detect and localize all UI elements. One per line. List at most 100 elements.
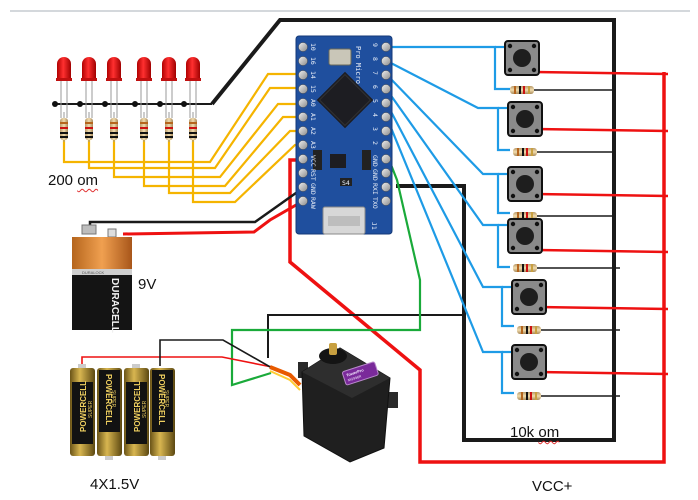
- cell-label: [72, 382, 93, 444]
- led-array: [52, 57, 201, 142]
- led-wire-5: [167, 129, 302, 195]
- button-resistor: [513, 148, 537, 156]
- led-rim: [81, 78, 97, 81]
- pin-txo: TXO: [371, 196, 391, 209]
- led-rim: [185, 78, 201, 81]
- resistor-band: [526, 326, 528, 334]
- regulator: [330, 154, 346, 168]
- junction-dot: [132, 101, 138, 107]
- button-mount-hole: [531, 43, 537, 49]
- battery-9v-band: [72, 269, 132, 275]
- led: [181, 57, 201, 118]
- pin-5: 5: [371, 98, 391, 108]
- pin-label: A2: [309, 127, 317, 135]
- battery-9v-brand: DURACELL: [109, 278, 120, 333]
- push-button: [511, 279, 547, 315]
- servo-motor: TowerPro MG996R: [298, 343, 398, 463]
- pin-vcc: VCC: [298, 154, 317, 167]
- button-wire-3: [386, 74, 510, 215]
- pin-label: 8: [371, 57, 379, 61]
- led-resistor: [60, 112, 68, 142]
- resistor-band: [517, 148, 519, 156]
- pin-2: 2: [371, 140, 391, 150]
- resistor-band: [526, 212, 528, 220]
- push-button: [507, 218, 543, 254]
- resistor-band: [165, 127, 173, 129]
- wires: [54, 18, 669, 464]
- chip-label: S4: [342, 179, 350, 187]
- button-mount-hole: [534, 128, 540, 134]
- board-name: Pro Micro: [354, 46, 362, 84]
- pin-gnd: GND: [371, 154, 391, 167]
- led: [157, 57, 177, 118]
- cell-label: [126, 382, 147, 444]
- led-resistor-label: 200 om: [48, 172, 98, 189]
- pin-label: GND: [371, 155, 379, 167]
- pin-16: 16: [298, 56, 317, 66]
- button-wire-1: [387, 45, 510, 91]
- led-body: [162, 57, 176, 80]
- pin-label: RST: [309, 169, 317, 181]
- junction-dot: [52, 101, 58, 107]
- servo-label: TowerPro MG996R: [342, 361, 379, 386]
- pin-label: 4: [371, 113, 379, 117]
- button-mount-hole: [514, 347, 520, 353]
- pin-raw: RAW: [298, 196, 317, 209]
- button-cap: [520, 288, 538, 306]
- resistor-band: [531, 264, 533, 272]
- spellcheck-underlined-word: om: [77, 172, 99, 189]
- cell-terminal: [158, 455, 166, 460]
- button-mount-hole: [538, 347, 544, 353]
- svg-text:MG996R: MG996R: [347, 374, 362, 382]
- servo-tab-left: [298, 362, 308, 378]
- raw-wire-9v-positive: [122, 199, 304, 236]
- battery-pack-label: 4X1.5V: [90, 476, 140, 493]
- led-signal-wires: [62, 72, 302, 204]
- led-wire-1: [62, 72, 302, 164]
- button-mount-hole: [510, 193, 516, 199]
- cell-sub-brand: SUPER: [88, 400, 94, 418]
- button-mount-hole: [514, 371, 520, 377]
- jumper-label: J1: [370, 222, 378, 230]
- resistor-band: [85, 136, 93, 138]
- pin-10: 10: [298, 42, 317, 52]
- pin-a3: A3: [298, 140, 317, 150]
- resistor-band: [514, 86, 516, 94]
- button-wire-2: [386, 60, 510, 152]
- resistor-band: [60, 132, 68, 134]
- pin-label: GND: [309, 183, 317, 195]
- resistor-band: [189, 132, 197, 134]
- resistor-band: [60, 122, 68, 124]
- led: [102, 57, 122, 118]
- vcc-label: VCC+: [532, 478, 573, 495]
- button-cap: [516, 227, 534, 245]
- pin-label: RXI: [371, 183, 379, 195]
- resistor-band: [110, 136, 118, 138]
- pin-label: GND: [371, 169, 379, 181]
- resistor-band: [526, 392, 528, 400]
- pin-label: 7: [371, 71, 379, 75]
- smd-s4: [340, 178, 352, 186]
- button-resistor: [510, 86, 534, 94]
- servo-cable-yellow: [269, 370, 301, 391]
- cell-sub-brand: SUPER: [163, 390, 169, 408]
- resistor-band: [517, 212, 519, 220]
- resistor-band: [531, 212, 533, 220]
- pin-6: 6: [371, 84, 391, 94]
- resistor-band: [521, 392, 523, 400]
- resistor-band: [535, 326, 537, 334]
- pin-3: 3: [371, 126, 391, 136]
- crystal: [328, 48, 352, 66]
- led-resistor: [165, 112, 173, 142]
- button-mount-hole: [507, 67, 513, 73]
- led-resistor: [189, 112, 197, 142]
- led-body: [57, 57, 71, 80]
- resistor-band: [531, 148, 533, 156]
- led-body: [186, 57, 200, 80]
- cell-brand: POWERCELL: [79, 381, 88, 432]
- resistor-band: [140, 136, 148, 138]
- resistor-band: [189, 136, 197, 138]
- pin-gnd: GND: [298, 182, 317, 195]
